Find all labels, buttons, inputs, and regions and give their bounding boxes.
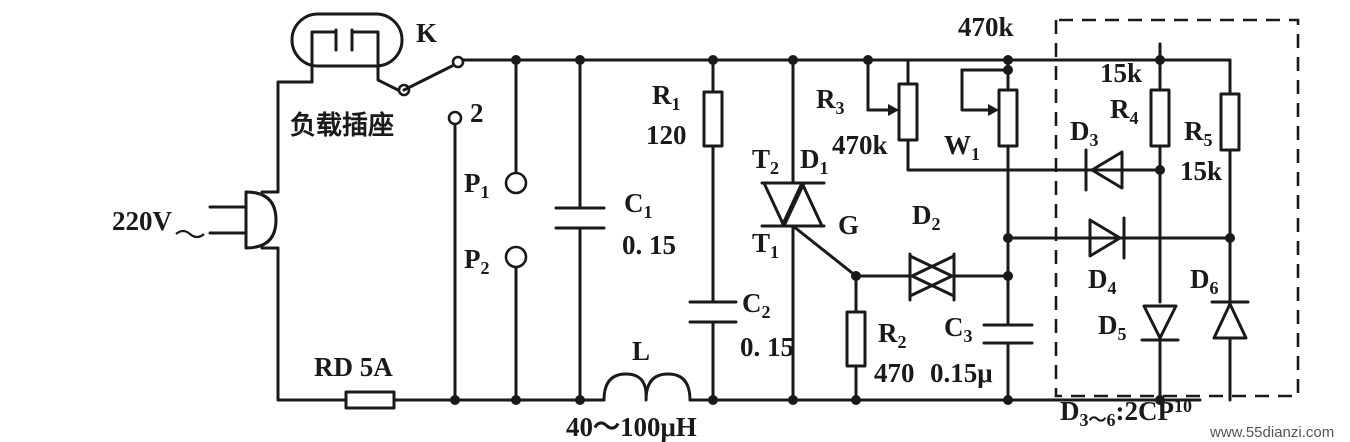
diode-d4 [1088, 216, 1126, 260]
label-r2: R2 [878, 318, 907, 352]
resistor-r4 [1149, 88, 1171, 148]
label-r2-value: 470 [874, 358, 915, 388]
label-d3: D3 [1070, 116, 1099, 150]
label-fuse: RD 5A [314, 352, 393, 382]
label-r1-value: 120 [646, 120, 687, 150]
label-inductor: L [632, 336, 650, 366]
diode-d3 [1084, 148, 1124, 192]
junction-dots [450, 55, 1235, 405]
label-w1-value: 470k [958, 12, 1014, 42]
label-t1: T1 [752, 228, 779, 262]
watermark: www.55dianzi.com [1209, 424, 1334, 441]
label-r4: R4 [1110, 94, 1139, 128]
label-c3: C3 [944, 312, 973, 346]
label-supply: 220V [112, 206, 173, 236]
load-socket [290, 12, 404, 68]
label-d6: D6 [1190, 264, 1219, 298]
label-diode-type: D3～6:2CP10 [1060, 396, 1192, 430]
label-c3-value: 0.15μ [930, 358, 993, 388]
capacitor-c1 [554, 206, 606, 230]
triac [760, 181, 826, 228]
label-inductor-value: 40～100μH [566, 412, 697, 442]
resistor-r2 [845, 310, 867, 368]
label-c1-value: 0. 15 [622, 230, 676, 260]
label-t2: T2 [752, 144, 779, 178]
diode-d6 [1210, 300, 1250, 340]
resistor-r5 [1219, 92, 1241, 152]
switch-k [397, 55, 465, 126]
label-socket: 负载插座 [290, 110, 394, 141]
label-pos2: 2 [470, 98, 484, 128]
label-gate: G [838, 210, 859, 240]
fuse-rd [344, 390, 396, 410]
label-d4: D4 [1088, 264, 1117, 298]
capacitor-c3 [982, 323, 1034, 345]
label-r3-value: 470k [832, 130, 888, 160]
label-r3: R3 [816, 84, 845, 118]
capacitor-c2 [688, 300, 738, 324]
wiring [276, 42, 1232, 402]
resistor-r1 [702, 90, 724, 148]
label-p2: P2 [464, 244, 490, 278]
diode-d5 [1140, 304, 1180, 342]
label-switch: K [416, 18, 437, 48]
label-w1: W1 [944, 130, 980, 164]
label-r1: R1 [652, 80, 681, 114]
label-r4-value: 15k [1100, 58, 1142, 88]
label-c2: C2 [742, 288, 771, 322]
label-r5-value: 15k [1180, 156, 1222, 186]
inductor-l [602, 372, 692, 402]
label-supply-tilde [175, 229, 205, 239]
resistor-r3 [888, 82, 919, 142]
label-c2-value: 0. 15 [740, 332, 794, 362]
potentiometer-w1 [988, 88, 1019, 148]
label-c1: C1 [624, 188, 653, 222]
terminals-p [504, 171, 528, 269]
label-d5: D5 [1098, 310, 1127, 344]
label-d2: D2 [912, 200, 941, 234]
diac-d2 [908, 252, 956, 302]
mains-plug [208, 190, 280, 250]
label-d1: D1 [800, 144, 829, 178]
label-r5: R5 [1184, 116, 1213, 150]
label-p1: P1 [464, 168, 490, 202]
